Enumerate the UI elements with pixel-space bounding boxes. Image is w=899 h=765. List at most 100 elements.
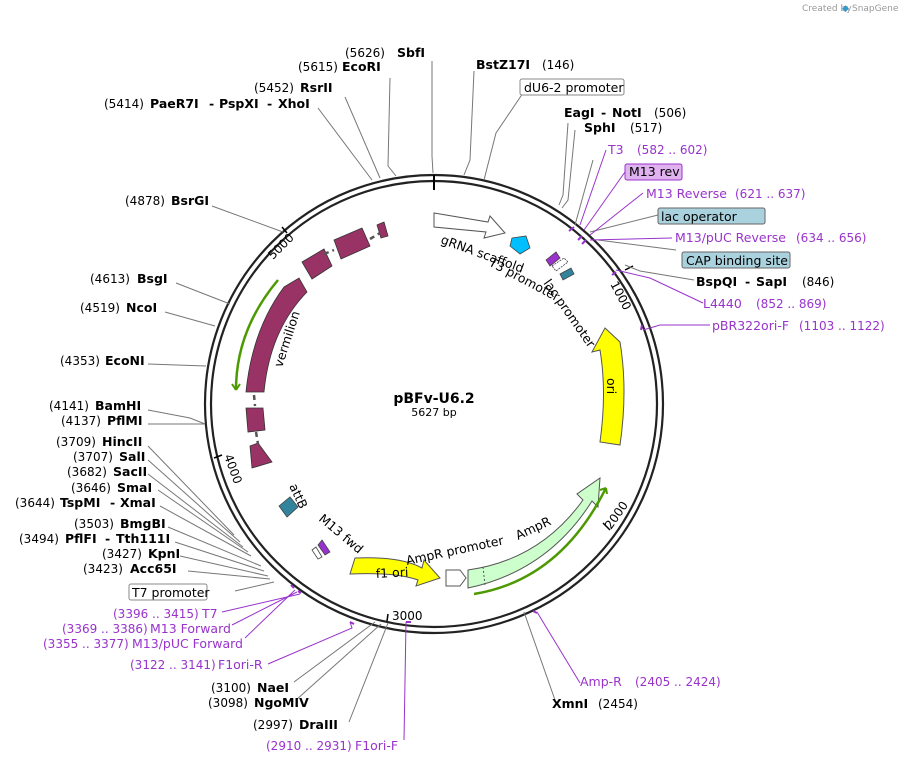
enzyme-bstz17i: BstZ17I: [476, 57, 530, 72]
enzyme-sacii: SacII: [113, 464, 147, 479]
vermilion-exons: [245, 221, 389, 469]
label-lac-operator: lac operator: [661, 209, 738, 224]
enzyme-hincii-num: (3709): [56, 435, 96, 449]
svg-text:-: -: [267, 96, 272, 111]
enzyme-bsrgi: BsrGI: [171, 193, 209, 208]
enzyme-naei: NaeI: [257, 680, 289, 695]
enzyme-bamhi: BamHI: [95, 398, 141, 413]
enzyme-smai-num: (3646): [71, 481, 111, 495]
primer-marks: [290, 226, 643, 625]
enzyme-naei-num: (3100): [211, 681, 251, 695]
enzyme-sacii-num: (3682): [67, 465, 107, 479]
enzyme-paer7i-num: (5414): [104, 97, 144, 111]
enzyme-bsgi-num: (4613): [90, 272, 130, 286]
m13-rev-shape: [545, 251, 561, 267]
vermilion-orf-line: [234, 279, 279, 391]
enzyme-eagi-num: (506): [654, 106, 686, 120]
enzyme-bamhi-num: (4141): [49, 399, 89, 413]
enzyme-leaders: [147, 61, 695, 723]
enzyme-smai: SmaI: [117, 480, 152, 495]
enzyme-econi-num: (4353): [60, 354, 100, 368]
label-f1-ori: f1 ori: [375, 564, 408, 581]
plasmid-name: pBFv-U6.2: [393, 391, 474, 407]
enzyme-pflfi-num: (3494): [19, 532, 59, 546]
ampr-arrow: [467, 476, 601, 589]
enzyme-tth111i: Tth111I: [116, 531, 170, 546]
ampr-promoter-shape: [445, 569, 467, 587]
enzyme-rsrii-num: (5452): [254, 81, 294, 95]
enzyme-rsrii: RsrII: [300, 80, 333, 95]
enzyme-bsgi: BsgI: [137, 271, 168, 286]
enzyme-pflmi-num: (4137): [61, 414, 101, 428]
enzyme-sapi: SapI: [756, 274, 787, 289]
primer-t3: T3: [607, 142, 624, 157]
enzyme-draiii: DraIII: [299, 717, 338, 732]
enzyme-kpni: KpnI: [148, 546, 180, 561]
primer-m13-reverse: M13 Reverse: [646, 186, 727, 201]
enzyme-acc65i: Acc65I: [130, 561, 177, 576]
snapgene-credit: Created by ◆ SnapGene: [802, 4, 899, 14]
label-du6-2-promoter: dU6-2 promoter: [524, 80, 624, 95]
boxed-feature-labels: dU6-2 promoter lac operator CAP binding …: [128, 78, 791, 601]
primer-l4440-range: (852 .. 869): [756, 297, 826, 311]
primer-m13-puc-reverse-range: (634 .. 656): [796, 231, 866, 245]
primer-pbr322ori-f: pBR322ori-F: [712, 318, 789, 333]
label-ori: ori: [604, 378, 619, 394]
t3-promoter-shape: [509, 235, 531, 255]
enzyme-draiii-num: (2997): [253, 718, 293, 732]
credit-prefix: Created by: [802, 4, 852, 14]
primer-amp-r-range: (2405 .. 2424): [635, 675, 721, 689]
enzyme-sali-num: (3707): [73, 450, 113, 464]
enzyme-sali: SalI: [119, 449, 145, 464]
enzyme-sbfi-num: (5626): [345, 46, 385, 60]
primer-f1ori-r-range: (3122 .. 3141): [130, 658, 216, 672]
svg-text:-: -: [110, 495, 115, 510]
enzyme-sphi-num: (517): [630, 121, 662, 135]
primer-m13-forward: M13 Forward: [150, 621, 231, 636]
svg-text:-: -: [601, 105, 606, 120]
enzyme-paer7i: PaeR7I: [150, 96, 199, 111]
svg-text:-: -: [745, 274, 750, 289]
enzyme-pspxi: PspXI: [219, 96, 259, 111]
primer-t7-range: (3396 .. 3415): [113, 607, 199, 621]
inner-features: [231, 212, 625, 596]
primer-m13-puc-reverse: M13/pUC Reverse: [675, 230, 786, 245]
enzyme-bsrgi-num: (4878): [125, 194, 165, 208]
primer-m13-rev: M13 rev: [629, 164, 680, 179]
label-lac-promoter: lac promoter: [541, 276, 600, 351]
label-ampr-promoter: AmpR promoter: [405, 532, 506, 568]
enzyme-acc65i-num: (3423): [83, 562, 123, 576]
enzyme-bmgbi-num: (3503): [74, 517, 114, 531]
primer-f1ori-r: F1ori-R: [218, 657, 263, 672]
enzyme-bmgbi: BmgBI: [120, 516, 166, 531]
enzyme-pflmi: PflMI: [107, 413, 143, 428]
primer-t7: T7: [201, 606, 218, 621]
svg-text:-: -: [105, 531, 110, 546]
enzyme-tspmi-num: (3644): [15, 496, 55, 510]
enzyme-ecori-num: (5615): [298, 60, 338, 74]
plasmid-size: 5627 bp: [411, 406, 456, 419]
ori-arrow: [591, 327, 625, 446]
svg-text:-: -: [209, 96, 214, 111]
primer-labels: T3 (582 .. 602) M13 rev M13 Reverse (621…: [43, 142, 885, 753]
primer-m13-puc-forward: M13/pUC Forward: [132, 636, 243, 651]
primer-m13-forward-range: (3369 .. 3386): [62, 622, 148, 636]
m13-fwd-shape: [317, 539, 331, 556]
enzyme-bspqi: BspQI: [696, 274, 737, 289]
enzyme-bspqi-num: (846): [802, 275, 834, 289]
enzyme-sbfi: SbfI: [397, 45, 425, 60]
grna-scaffold-arrow: [433, 212, 506, 239]
enzyme-sphi: SphI: [584, 120, 616, 135]
enzyme-xmni-num: (2454): [598, 697, 638, 711]
enzyme-labels-left: (5626) SbfI (5615) EcoRI (5452) RsrII (5…: [15, 45, 425, 732]
enzyme-xhoi: XhoI: [278, 96, 310, 111]
credit-brand: SnapGene: [852, 4, 899, 14]
primer-leaders: [221, 149, 710, 741]
ampr-orf-line: [473, 487, 608, 596]
tick-label-5000: 5000: [265, 231, 296, 262]
lac-operator-shape: [551, 257, 569, 272]
cap-site-shape: [559, 267, 575, 281]
enzyme-kpni-num: (3427): [102, 547, 142, 561]
enzyme-noti: NotI: [612, 105, 642, 120]
